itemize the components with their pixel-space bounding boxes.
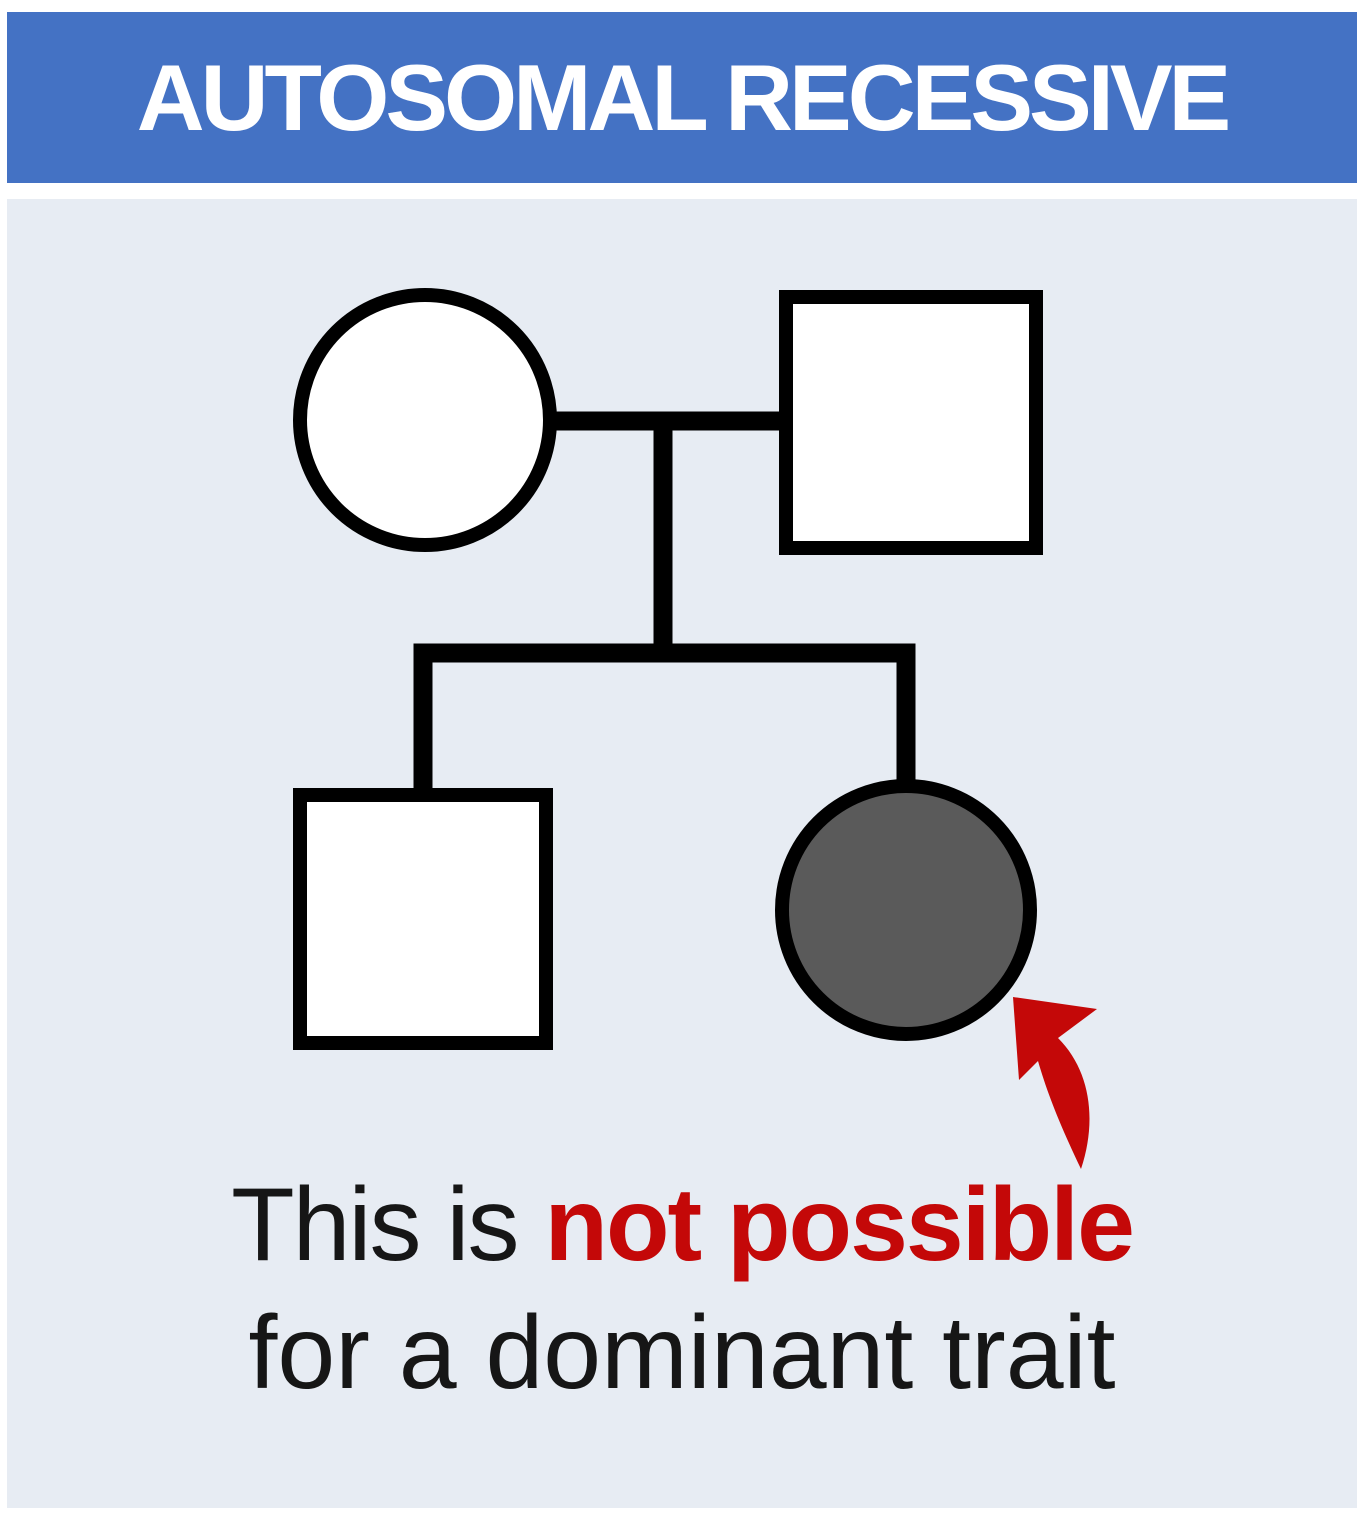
unaffected-mother-circle: [293, 288, 557, 552]
caption-line1: This is not possible: [7, 1160, 1357, 1290]
sibship-line: [413, 643, 916, 799]
unaffected-father-square: [779, 290, 1043, 555]
unaffected-son-square: [293, 788, 553, 1050]
affected-daughter-circle: [775, 779, 1037, 1041]
caption-line1-emphasis: not possible: [544, 1167, 1134, 1283]
caption-line2: for a dominant trait: [248, 1295, 1116, 1411]
caption-line1-prefix: This is: [231, 1167, 545, 1283]
red-curved-arrow: [1013, 997, 1097, 1169]
title-banner: AUTOSOMAL RECESSIVE: [7, 12, 1357, 183]
page-title: AUTOSOMAL RECESSIVE: [136, 44, 1232, 150]
